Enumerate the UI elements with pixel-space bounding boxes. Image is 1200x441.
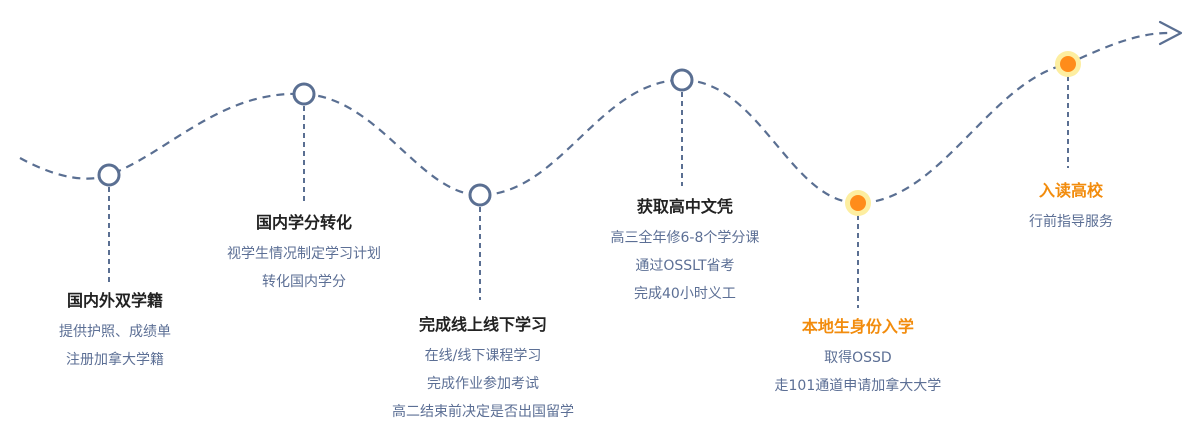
step-detail: 走101通道申请加拿大大学 xyxy=(774,378,942,394)
step-block: 本地生身份入学取得OSSD 走101通道申请加拿大大学 xyxy=(775,316,942,400)
step-detail: 高三全年修6-8个学分课 xyxy=(610,230,760,246)
step-detail: 提供护照、成绩单 xyxy=(59,324,171,340)
step-block: 入读高校行前指导服务 xyxy=(1029,180,1113,236)
arrow-head-icon xyxy=(1158,20,1183,46)
timeline-nodes xyxy=(97,51,1081,216)
timeline-node xyxy=(292,82,316,106)
step-detail: 视学生情况制定学习计划 xyxy=(227,246,381,262)
step-detail: 在线/线下课程学习 xyxy=(424,348,542,364)
step-detail: 完成作业参加考试 xyxy=(427,376,539,392)
step-title: 国内学分转化 xyxy=(255,213,352,232)
timeline-node xyxy=(97,163,121,187)
step-detail: 完成40小时义工 xyxy=(634,286,736,302)
step-detail: 高二结束前决定是否出国留学 xyxy=(392,404,574,420)
step-title: 完成线上线下学习 xyxy=(418,315,547,334)
step-block: 国内学分转化视学生情况制定学习计划转化国内学分 xyxy=(227,212,381,296)
timeline-node xyxy=(670,68,694,92)
step-title: 本地生身份入学 xyxy=(801,317,914,336)
step-title: 获取高中文凭 xyxy=(636,197,733,216)
step-block: 获取高中文凭高三全年修6-8个学分课通过OSSLT省考完成40小时义工 xyxy=(611,196,760,308)
highlight-node xyxy=(850,195,866,211)
step-detail: 转化国内学分 xyxy=(262,274,346,290)
connector-lines xyxy=(108,76,1069,308)
step-block: 完成线上线下学习在线/线下课程学习完成作业参加考试高二结束前决定是否出国留学 xyxy=(392,314,574,426)
step-detail: 通过OSSLT省考 xyxy=(635,258,735,274)
step-block: 国内外双学籍提供护照、成绩单注册加拿大学籍 xyxy=(59,290,171,374)
step-title: 国内外双学籍 xyxy=(66,291,163,310)
step-title: 入读高校 xyxy=(1038,181,1103,200)
highlight-node xyxy=(1060,56,1076,72)
step-detail: 行前指导服务 xyxy=(1029,214,1113,230)
step-detail: 取得OSSD xyxy=(824,350,892,366)
timeline-wave-path xyxy=(19,31,1169,205)
step-detail: 注册加拿大学籍 xyxy=(66,352,164,368)
timeline-node xyxy=(468,183,492,207)
